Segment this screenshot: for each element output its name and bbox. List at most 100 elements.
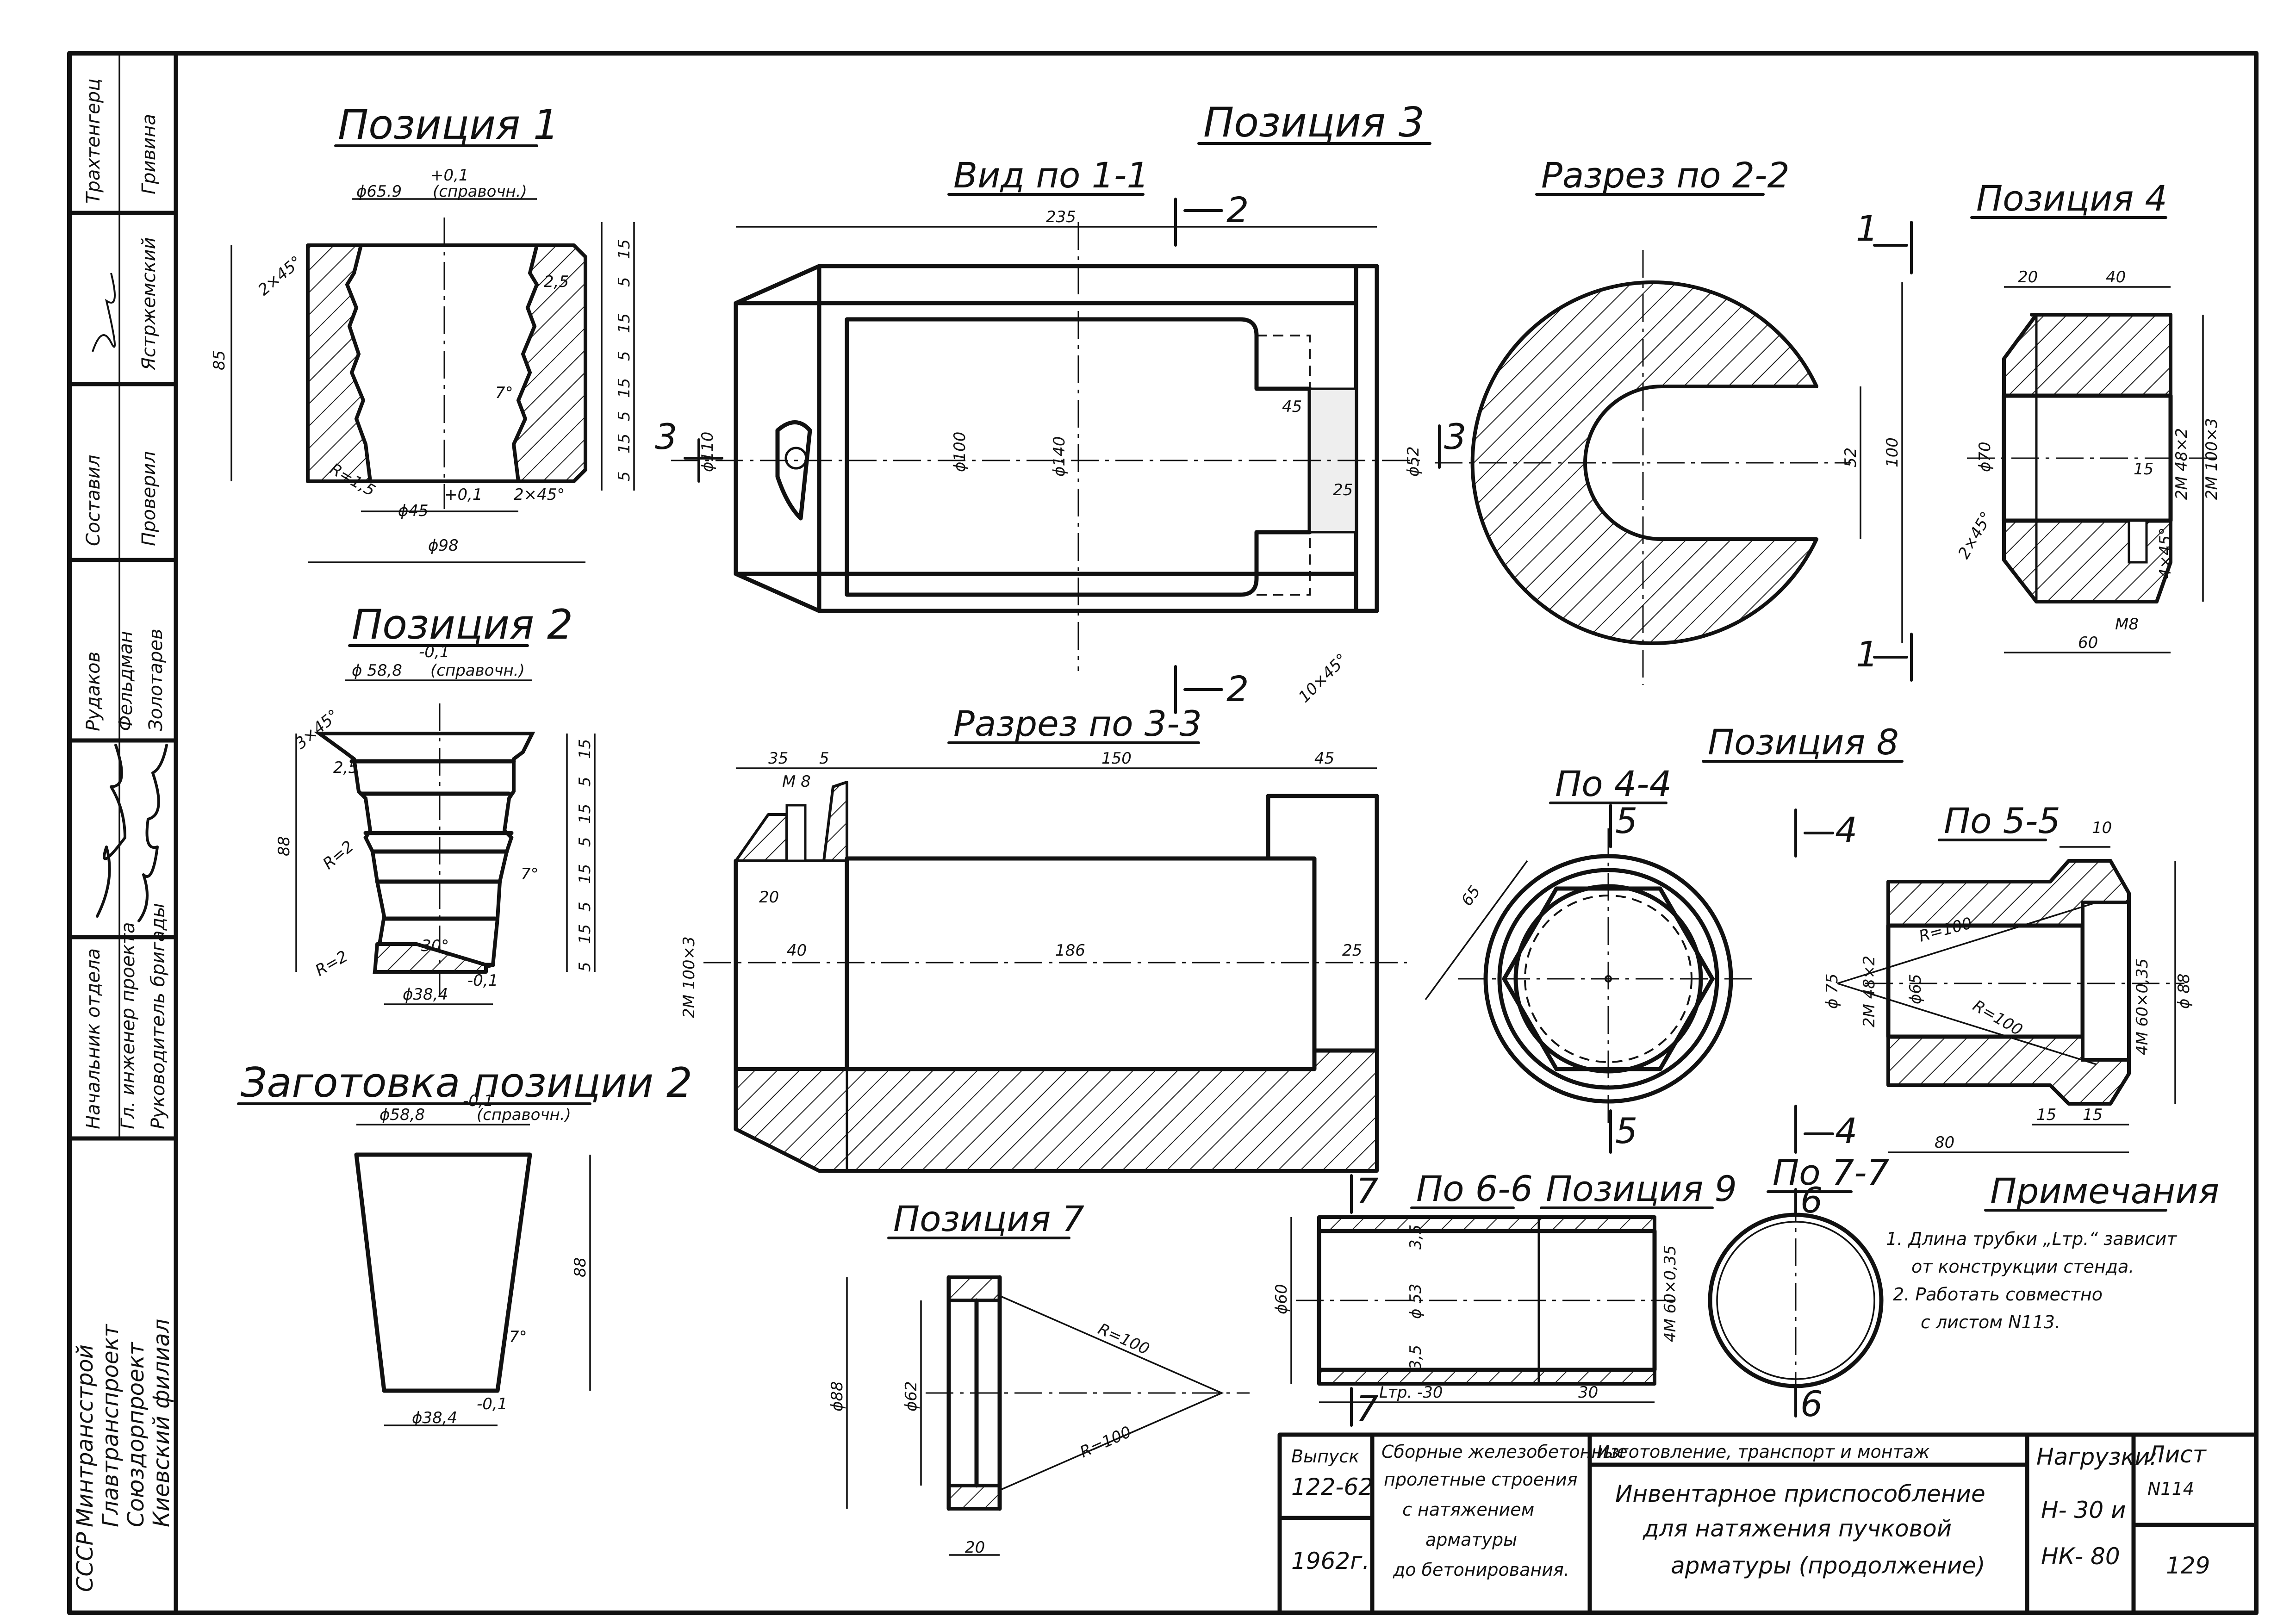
dimension-label: ϕ60 (1272, 1284, 1291, 1314)
view-title: Позиция 4 (1976, 178, 2167, 219)
dimension-label: -0,1 (463, 1092, 493, 1110)
dimension-label: 3 (1444, 416, 1466, 457)
blank-position-2-view: Заготовка позиции 2 ϕ58,8 -0,1 (справочн… (237, 1059, 692, 1427)
dimension-label: 35 (768, 749, 788, 768)
stamp-org: Минтрансстрой (72, 1344, 98, 1527)
dimension-label: до бетонирования. (1393, 1560, 1569, 1580)
issue-number: 122-62 (1291, 1474, 1373, 1500)
dimension-label: ϕ140 (1050, 436, 1069, 477)
load-value: НК- 80 (2041, 1543, 2120, 1570)
dimension-label: М8 (2115, 615, 2139, 634)
dimension-label: 2М 48×2 (1860, 956, 1879, 1027)
dimension-label: 15 (615, 239, 634, 259)
dimension-label: 7 (1356, 1170, 1378, 1212)
dimension-label: 3,5 (1406, 1225, 1425, 1250)
stamp-org: Союздорпроект (123, 1341, 149, 1527)
dimension-label: (справочн.) (477, 1106, 571, 1124)
dimension-label: 7° (509, 1328, 527, 1346)
view-title: Вид по 1-1 (953, 155, 1149, 196)
position-1-view: Позиция 1 +0,1 ϕ65.9 (справочн.) 85 2×45… (210, 101, 635, 563)
stamp-name: Золотарев (145, 628, 167, 731)
dimension-label: 4 (1835, 809, 1857, 851)
view-6-6-position-9: По 6-6 Позиция 9 ϕ60 ϕ 53 3,5 3,5 4М 60×… (1272, 1168, 1737, 1429)
stamp-name: Рудаков (83, 652, 104, 731)
stamp-name: Фельдман (115, 631, 137, 731)
dimension-label: 10×45° (1295, 650, 1351, 707)
view-title: Разрез по 3-3 (953, 703, 1202, 744)
stamp-role: Проверил (138, 451, 160, 546)
sheet-border (67, 51, 2259, 1615)
dimension-label: 88 (275, 836, 293, 856)
dimension-label: 2М 100×3 (680, 936, 698, 1018)
dimension-label: 20 (2018, 268, 2038, 286)
dimension-label: ϕ88 (828, 1381, 846, 1412)
issue-year: 1962г. (1291, 1548, 1369, 1574)
load-value: Н- 30 и (2041, 1497, 2126, 1524)
position-3-title: Позиция 3 (1203, 99, 1425, 146)
dimension-label: 2×45° (255, 252, 305, 299)
dimension-label: ϕ62 (902, 1381, 921, 1412)
dimension-label: ϕ52 (1404, 446, 1423, 477)
section-3-3: Разрез по 3-3 35 5 М 8 150 45 20 40 186 … (680, 703, 1407, 1173)
dimension-label: М 8 (782, 772, 811, 791)
dimension-label: 20 (759, 888, 779, 907)
dimension-label: 3 (655, 416, 677, 457)
notes: Примечания 1. Длина трубки „Lтр.“ зависи… (1886, 1170, 2219, 1332)
dimension-label: (справочн.) (433, 182, 527, 201)
stamp-org: СССР (72, 1532, 98, 1592)
dimension-label: 2 (1226, 189, 1249, 230)
dimension-label: 40 (787, 941, 807, 960)
dimension-label: 2М 48×2 (2172, 428, 2191, 500)
drawing-name: арматуры (продолжение) (1671, 1552, 1985, 1579)
dimension-label: 7° (495, 384, 513, 402)
position-7-view: Позиция 7 ϕ88 ϕ62 R=100 R=100 20 (828, 1198, 1250, 1557)
dimension-label: ϕ65 (1906, 974, 1925, 1004)
dimension-label: ϕ 75 (1823, 974, 1842, 1009)
dimension-label: Сборные железобетонные (1381, 1442, 1628, 1462)
issue-label: Выпуск (1291, 1446, 1359, 1467)
dimension-label: 85 (210, 350, 229, 370)
dimension-label: 6 (1800, 1383, 1823, 1424)
dimension-label: ϕ38,4 (412, 1409, 457, 1427)
stamp-org: Киевский филиал (149, 1319, 174, 1527)
dimension-label: 45 (1282, 398, 1302, 416)
dimension-label: 15 (2083, 1106, 2103, 1124)
dimension-label: 15 (615, 378, 634, 398)
view-title: Позиция 1 (338, 101, 559, 149)
dimension-label: +0,1 (430, 166, 469, 185)
view-title: По 5-5 (1944, 800, 2060, 841)
stamp-name: Трахтенгерц (83, 79, 104, 204)
dimension-label: 150 (1101, 749, 1132, 768)
dimension-label: R=100 (1095, 1320, 1152, 1359)
dimension-label: ϕ70 (1976, 442, 1994, 472)
dimension-label: 25 (1333, 481, 1353, 499)
dimension-label: 5 (576, 902, 594, 912)
drawing-name: Инвентарное приспособление (1615, 1480, 1985, 1507)
stamp-name: Гривина (138, 114, 160, 194)
dimension-label: ϕ65.9 (356, 182, 402, 201)
dimension-label: 45 (1314, 749, 1334, 768)
dimension-label: ϕ58,8 (380, 1106, 425, 1124)
view-1-1: Вид по 1-1 235 ϕ110 ϕ100 ϕ140 ϕ52 45 25 … (655, 155, 1466, 714)
section-2-2: Разрез по 2-2 52 100 (1435, 155, 1903, 685)
dimension-label: 4×45° (2156, 528, 2175, 578)
view-title: Позиция 8 (1708, 721, 1899, 763)
dimension-label: 6 (1800, 1180, 1823, 1221)
dimension-label: +0,1 (444, 485, 483, 504)
dimension-label: ϕ 88 (2175, 974, 2193, 1009)
dimension-label: ϕ38,4 (403, 985, 448, 1004)
stamp-role: Гл. инженер проекта (118, 922, 139, 1129)
view-title: По 4-4 (1555, 763, 1672, 804)
title-block: Выпуск 122-62 1962г. Сборные железобетон… (1277, 1432, 2259, 1615)
dimension-label: пролетные строения (1384, 1469, 1578, 1490)
dimension-label: с натяжением (1402, 1499, 1534, 1520)
view-title: Заготовка позиции 2 (241, 1059, 692, 1107)
dimension-label: 40 (2106, 268, 2126, 286)
stamp-role: Начальник отдела (83, 948, 104, 1129)
view-title: По 7-7 (1773, 1152, 1889, 1193)
dimension-label: 15 (2134, 460, 2153, 479)
dimension-label: 65 (1458, 883, 1485, 909)
dimension-label: 15 (576, 804, 594, 824)
view-title: Позиция 7 (893, 1198, 1084, 1239)
